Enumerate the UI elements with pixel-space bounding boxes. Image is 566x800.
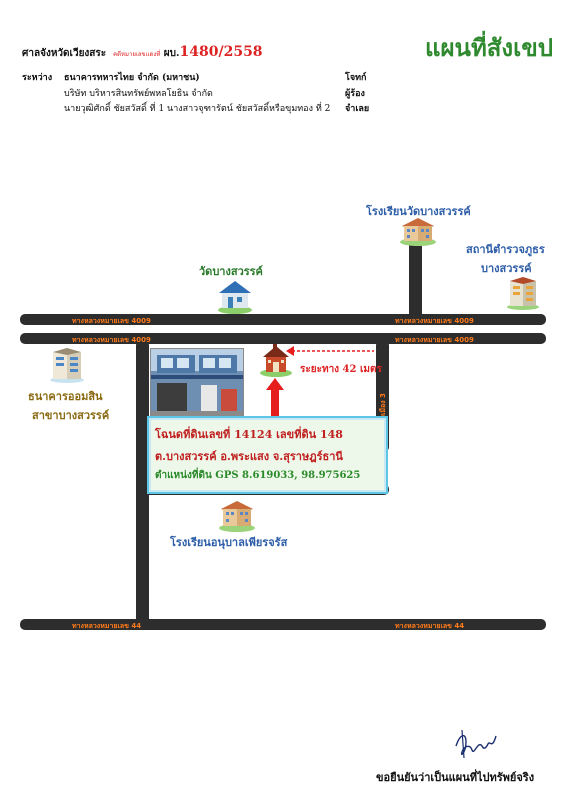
gps-label: ตำแหน่งที่ดิน <box>155 470 212 481</box>
case-prefix: ผบ. <box>163 48 180 59</box>
road-label-bottom-right: ทางหลวงหมายเลข 44 <box>395 622 465 630</box>
road-label-top-right: ทางหลวงหมายเลข 4009 <box>395 317 474 325</box>
between-label: ระหว่าง <box>22 73 53 83</box>
road-4009-lower <box>20 333 546 344</box>
road-44 <box>20 619 546 630</box>
police-station-icon <box>507 277 539 310</box>
kindergarten-icon <box>219 501 255 532</box>
road-label-bottom-left: ทางหลวงหมายเลข 44 <box>72 622 142 630</box>
property-house-icon <box>260 344 292 377</box>
distance-arrow <box>286 346 374 356</box>
party-role-2: ผู้ร้อง <box>345 89 365 99</box>
gps-value: GPS 8.619033, 98.975625 <box>215 470 361 481</box>
temple-label: วัดบางสวรรค์ <box>199 265 263 278</box>
school-wat-icon <box>400 218 436 246</box>
road-label-mid-right: ทางหลวงหมายเลข 4009 <box>395 336 474 344</box>
school-wat-label: โรงเรียนวัดบางสวรรค์ <box>366 205 471 218</box>
confirmation-footer: ขอยืนยันว่าเป็นแผนที่ไปทรัพย์จริง <box>376 771 535 784</box>
kindergarten-label: โรงเรียนอนุบาลเพียรจรัส <box>170 536 288 549</box>
road-label-top-left: ทางหลวงหมายเลข 4009 <box>72 317 151 325</box>
court-header: ศาลจังหวัดเวียงสระ คดีหมายเลขแดงที่ ผบ.1… <box>22 44 263 61</box>
case-label: คดีหมายเลขแดงที่ <box>113 51 161 58</box>
deed-line: โฉนดที่ดินเลขที่ 14124 เลขที่ดิน 148 <box>155 428 343 441</box>
address-line: ต.บางสวรรค์ อ.พระแสง จ.สุราษฎร์ธานี <box>155 450 343 463</box>
case-year: /2558 <box>218 44 263 60</box>
party-name-1: ธนาคารทหารไทย จำกัด (มหาชน) <box>64 73 200 83</box>
map-title: แผนที่สังเขป <box>425 33 553 62</box>
temple-icon <box>218 281 252 314</box>
bank-label-1: ธนาคารออมสิน <box>28 390 103 403</box>
road-to-school <box>409 238 422 320</box>
party-role-1: โจทก์ <box>345 73 367 83</box>
road-label-mid-left: ทางหลวงหมายเลข 4009 <box>72 336 151 344</box>
gps-line: ตำแหน่งที่ดิน GPS 8.619033, 98.975625 <box>155 468 360 483</box>
case-number: 1480 <box>179 44 219 60</box>
shophouse-photo-image <box>151 349 243 417</box>
party-role-3: จำเลย <box>345 104 370 114</box>
distance-label: ระยะทาง 42 เมตร <box>300 364 382 375</box>
party-name-2: บริษัท บริหารสินทรัพย์พหลโยธิน จำกัด <box>64 89 213 99</box>
property-pointer-arrow <box>266 378 284 418</box>
bank-icon <box>50 348 84 383</box>
police-label-1: สถานีตำรวจภูธร <box>466 243 545 256</box>
property-info-box: โฉนดที่ดินเลขที่ 14124 เลขที่ดิน 148 ต.บ… <box>147 416 388 494</box>
court-name: ศาลจังหวัดเวียงสระ <box>22 48 107 59</box>
signature-image <box>455 729 497 759</box>
property-photo <box>150 348 244 418</box>
police-label-2: บางสวรรค์ <box>481 262 532 275</box>
bank-label-2: สาขาบางสวรรค์ <box>32 409 110 422</box>
party-name-3: นายวุฒิศักดิ์ ชัยสวัสดิ์ ที่ 1 นางสาวจุฑ… <box>64 104 331 114</box>
road-4009-top <box>20 314 546 325</box>
